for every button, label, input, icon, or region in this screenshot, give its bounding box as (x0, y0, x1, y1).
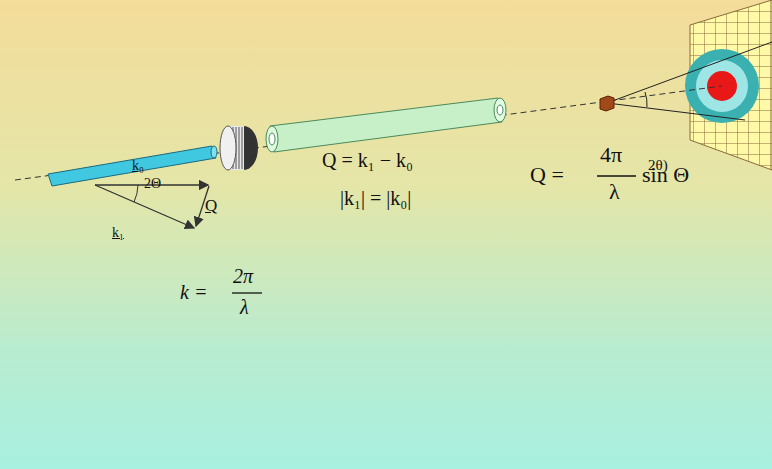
guide-tube (48, 146, 216, 186)
equation: λ (240, 297, 249, 317)
detector-grid (690, 0, 772, 170)
equation: Q = k₁ − k₀ (322, 150, 413, 170)
equation: sin Θ (642, 164, 689, 186)
equation: Q = (530, 164, 564, 186)
scatter-line (607, 42, 772, 103)
equation: |k₁| = |k₀| (340, 188, 411, 208)
vector-label: Q (205, 197, 217, 214)
angle-arc (645, 92, 647, 107)
sample-cube (600, 96, 614, 111)
vector-label: k₀ (132, 159, 144, 173)
flight-tube (270, 98, 502, 152)
fraction-bar (597, 175, 636, 177)
equation: 2π (233, 266, 253, 286)
vector-label: k₁ (112, 226, 124, 240)
angle-label: 2Θ (144, 177, 161, 191)
fraction-bar (232, 292, 262, 293)
scatter-line (607, 103, 745, 120)
equation: 4π (600, 144, 622, 166)
equation: k = (180, 282, 207, 302)
equation: λ (609, 181, 620, 203)
k1-vector (95, 185, 194, 228)
